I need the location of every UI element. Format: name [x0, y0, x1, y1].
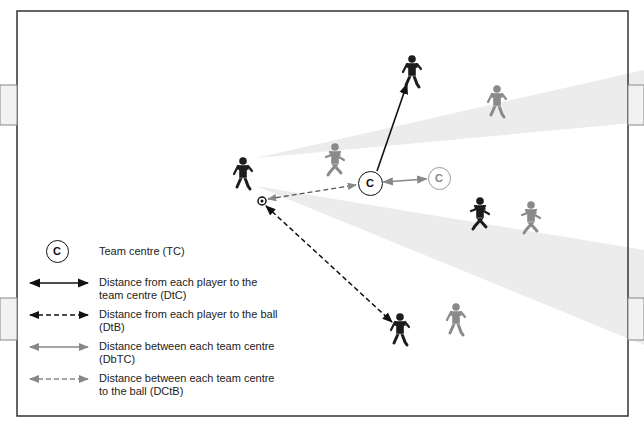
- goal: [628, 85, 644, 125]
- goal: [0, 298, 17, 340]
- player-figure: [447, 303, 465, 335]
- legend-sample: [30, 282, 88, 284]
- player-figure: [234, 157, 252, 189]
- centre-letter: C: [53, 246, 61, 257]
- dtb-line: [266, 206, 392, 322]
- pitch-border: [17, 11, 628, 416]
- goal: [0, 85, 17, 125]
- team-centre-circle: C: [358, 171, 383, 196]
- legend-text: Distance from each player to the ball (D…: [99, 308, 284, 334]
- legend-team-centre-circle: C: [46, 240, 69, 263]
- team-centre-circle: C: [428, 167, 451, 190]
- dbtc-connector: [383, 179, 426, 182]
- vision-cone: [256, 70, 644, 158]
- ball-mark: [261, 200, 264, 203]
- dctb-line: [268, 185, 356, 199]
- legend-text: Distance from each player to the team ce…: [99, 276, 284, 302]
- vision-cone: [256, 186, 644, 345]
- centre-letter: C: [435, 173, 443, 184]
- legend-sample: [30, 378, 88, 380]
- legend-sample: [30, 314, 88, 316]
- ball: [258, 197, 266, 205]
- goal: [628, 298, 644, 340]
- dtc-arrow: [377, 84, 407, 171]
- player-figure: [403, 55, 421, 87]
- legend-text: Distance between each team centre to the…: [99, 372, 284, 398]
- player-figure: [471, 197, 489, 229]
- player-figure: [326, 143, 344, 175]
- player-figure: [488, 85, 506, 117]
- legend-sample: [30, 346, 88, 348]
- centre-letter: C: [366, 178, 374, 189]
- legend-text: Distance between each team centre (DbTC): [99, 340, 284, 366]
- player-figure: [522, 201, 540, 233]
- legend-text: Team centre (TC): [99, 245, 284, 258]
- player-figure: [391, 313, 409, 345]
